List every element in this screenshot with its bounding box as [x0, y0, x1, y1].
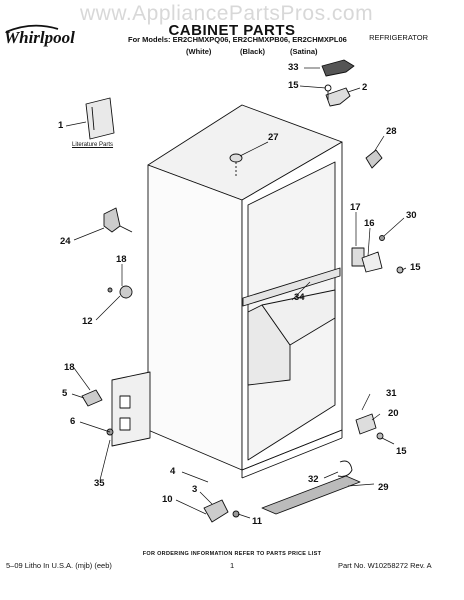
callout-31: 31	[386, 388, 397, 399]
brand-swoosh-icon	[5, 24, 59, 33]
page-title: CABINET PARTS	[168, 22, 296, 39]
callout-16: 16	[364, 218, 375, 229]
page-number: 1	[230, 561, 235, 570]
bracket-part	[103, 207, 121, 233]
part-number: Part No. W10258272 Rev. A	[338, 561, 432, 570]
toe-grille-part	[261, 475, 361, 515]
callout-10: 10	[162, 494, 173, 505]
center-hinge-part	[351, 247, 365, 267]
bottom-hinge-part	[355, 413, 377, 435]
callout-18: 18	[116, 254, 127, 265]
callout-30: 30	[406, 210, 417, 221]
callout-29: 29	[378, 482, 389, 493]
callout-32: 32	[308, 474, 319, 485]
models-line: For Models: ER2CHMXPQ06, ER2CHMXPB06, ER…	[128, 35, 347, 44]
callout-12: 12	[82, 316, 93, 327]
callout-34: 34	[294, 292, 305, 303]
leveling-bracket-part	[203, 499, 229, 523]
callout-15: 15	[288, 80, 299, 91]
callout-17: 17	[350, 202, 361, 213]
cabinet-body	[147, 104, 343, 479]
callout-24: 24	[60, 236, 71, 247]
callout-15c: 15	[396, 446, 407, 457]
callout-18b: 18	[64, 362, 75, 373]
callout-27: 27	[268, 132, 279, 143]
callout-6: 6	[70, 416, 76, 427]
litho-note: 5–09 Litho In U.S.A. (mjb) (eeb)	[6, 561, 112, 570]
color-satina: (Satina)	[290, 47, 318, 56]
color-white: (White)	[186, 47, 212, 56]
door-stop-bracket	[111, 371, 151, 447]
category-label: REFRIGERATOR	[369, 33, 428, 42]
literature-parts-label: Literature Parts	[72, 142, 114, 148]
color-black: (Black)	[240, 47, 266, 56]
watermark: www.AppliancePartsPros.com	[80, 2, 374, 25]
bushing-part	[119, 285, 133, 299]
callout-1: 1	[58, 120, 64, 131]
ordering-note: FOR ORDERING INFORMATION REFER TO PARTS …	[142, 551, 322, 557]
callout-20: 20	[388, 408, 399, 419]
callout-33: 33	[288, 62, 299, 73]
callout-15b: 15	[410, 262, 421, 273]
callout-35: 35	[94, 478, 105, 489]
callout-5: 5	[62, 388, 68, 399]
literature-booklet	[85, 97, 115, 140]
callout-2: 2	[362, 82, 368, 93]
grille-clip-part	[337, 460, 353, 477]
callout-4: 4	[170, 466, 176, 477]
callout-11: 11	[252, 516, 263, 527]
brand-logo: Whirlpool	[4, 28, 75, 47]
callout-28: 28	[386, 126, 397, 137]
hinge-cap-part	[321, 59, 355, 77]
hinge-pin-part	[365, 149, 383, 169]
callout-3: 3	[192, 484, 198, 495]
top-hinge-part	[325, 87, 351, 107]
grommet-part	[229, 153, 243, 163]
